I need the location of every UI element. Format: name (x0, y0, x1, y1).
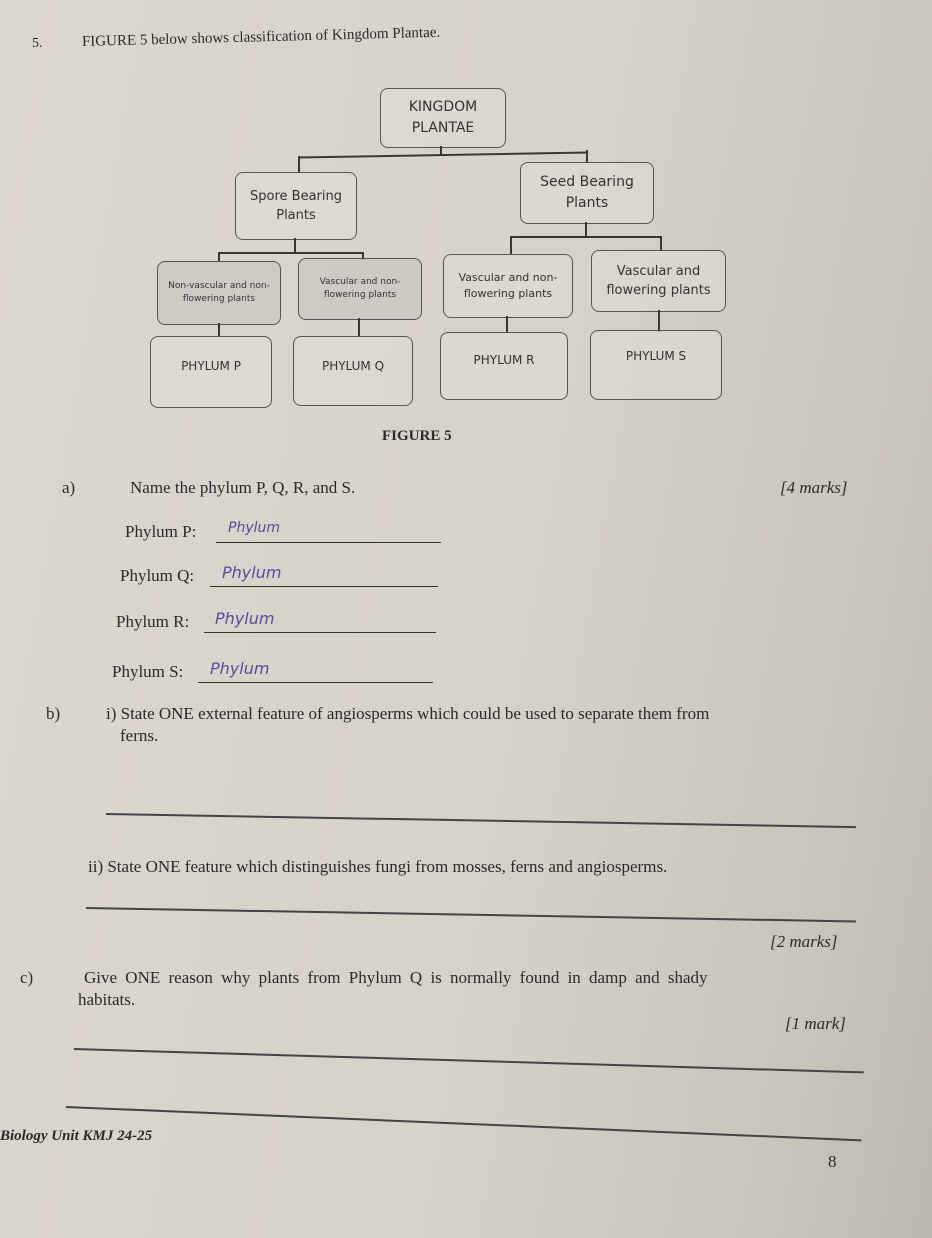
part-b-marks: [2 marks] (770, 932, 838, 951)
phylum-s-label: Phylum S: (112, 662, 184, 681)
part-b-label: b) (46, 704, 61, 723)
seed-bearing-box: Seed Bearing Plants (520, 162, 654, 224)
page-number: 8 (828, 1152, 837, 1171)
phylum-s-box: PHYLUM S (590, 330, 722, 400)
vascular-flowering-box: Vascular and flowering plants (591, 250, 726, 312)
phylum-p-answer-line[interactable] (216, 542, 441, 543)
phylum-r-label: Phylum R: (116, 612, 190, 631)
part-b-question-2: ii) State ONE feature which distinguishe… (88, 857, 668, 876)
part-c-question-cont: habitats. (78, 990, 136, 1009)
phylum-s-answer-line[interactable] (198, 682, 433, 683)
part-a-label: a) (62, 478, 76, 497)
part-b-i-answer-line[interactable] (105, 813, 856, 828)
phylum-s-handwriting: Phylum (210, 659, 270, 678)
intro-text: FIGURE 5 below shows classification of K… (81, 24, 441, 50)
phylum-q-box: PHYLUM Q (293, 336, 413, 406)
phylum-r-answer-line[interactable] (204, 632, 436, 633)
part-c-label: c) (20, 968, 34, 987)
phylum-q-label: Phylum Q: (120, 566, 195, 585)
phylum-q-answer-line[interactable] (210, 586, 438, 587)
part-b-question-1: i) State ONE external feature of angiosp… (106, 704, 710, 723)
part-c-answer-line-1[interactable] (73, 1048, 864, 1073)
figure-caption: FIGURE 5 (382, 428, 452, 444)
phylum-p-box: PHYLUM P (150, 336, 272, 408)
part-b-ii-answer-line[interactable] (85, 907, 856, 922)
kingdom-box: KINGDOM PLANTAE (380, 88, 506, 148)
phylum-r-box: PHYLUM R (440, 332, 568, 400)
phylum-p-label: Phylum P: (125, 522, 197, 541)
phylum-r-handwriting: Phylum (215, 609, 275, 628)
footer-course: Biology Unit KMJ 24-25 (0, 1128, 153, 1144)
vascular-nonflowering-seed-box: Vascular and non-flowering plants (443, 254, 573, 318)
part-c-answer-line-2[interactable] (65, 1106, 862, 1141)
phylum-p-handwriting: Phylum (228, 520, 281, 536)
part-a-marks: [4 marks] (780, 478, 848, 497)
part-c-marks: [1 mark] (785, 1014, 846, 1033)
spore-bearing-box: Spore Bearing Plants (235, 172, 357, 240)
part-b-question-1-cont: ferns. (120, 726, 159, 745)
part-c-question: Give ONE reason why plants from Phylum Q… (84, 968, 708, 987)
nonvascular-nonflowering-box: Non-vascular and non-flowering plants (157, 261, 281, 325)
phylum-q-handwriting: Phylum (222, 563, 282, 582)
vascular-nonflowering-spore-box: Vascular and non-flowering plants (298, 258, 422, 320)
part-a-question: Name the phylum P, Q, R, and S. (130, 478, 356, 497)
question-number: 5. (32, 36, 43, 51)
